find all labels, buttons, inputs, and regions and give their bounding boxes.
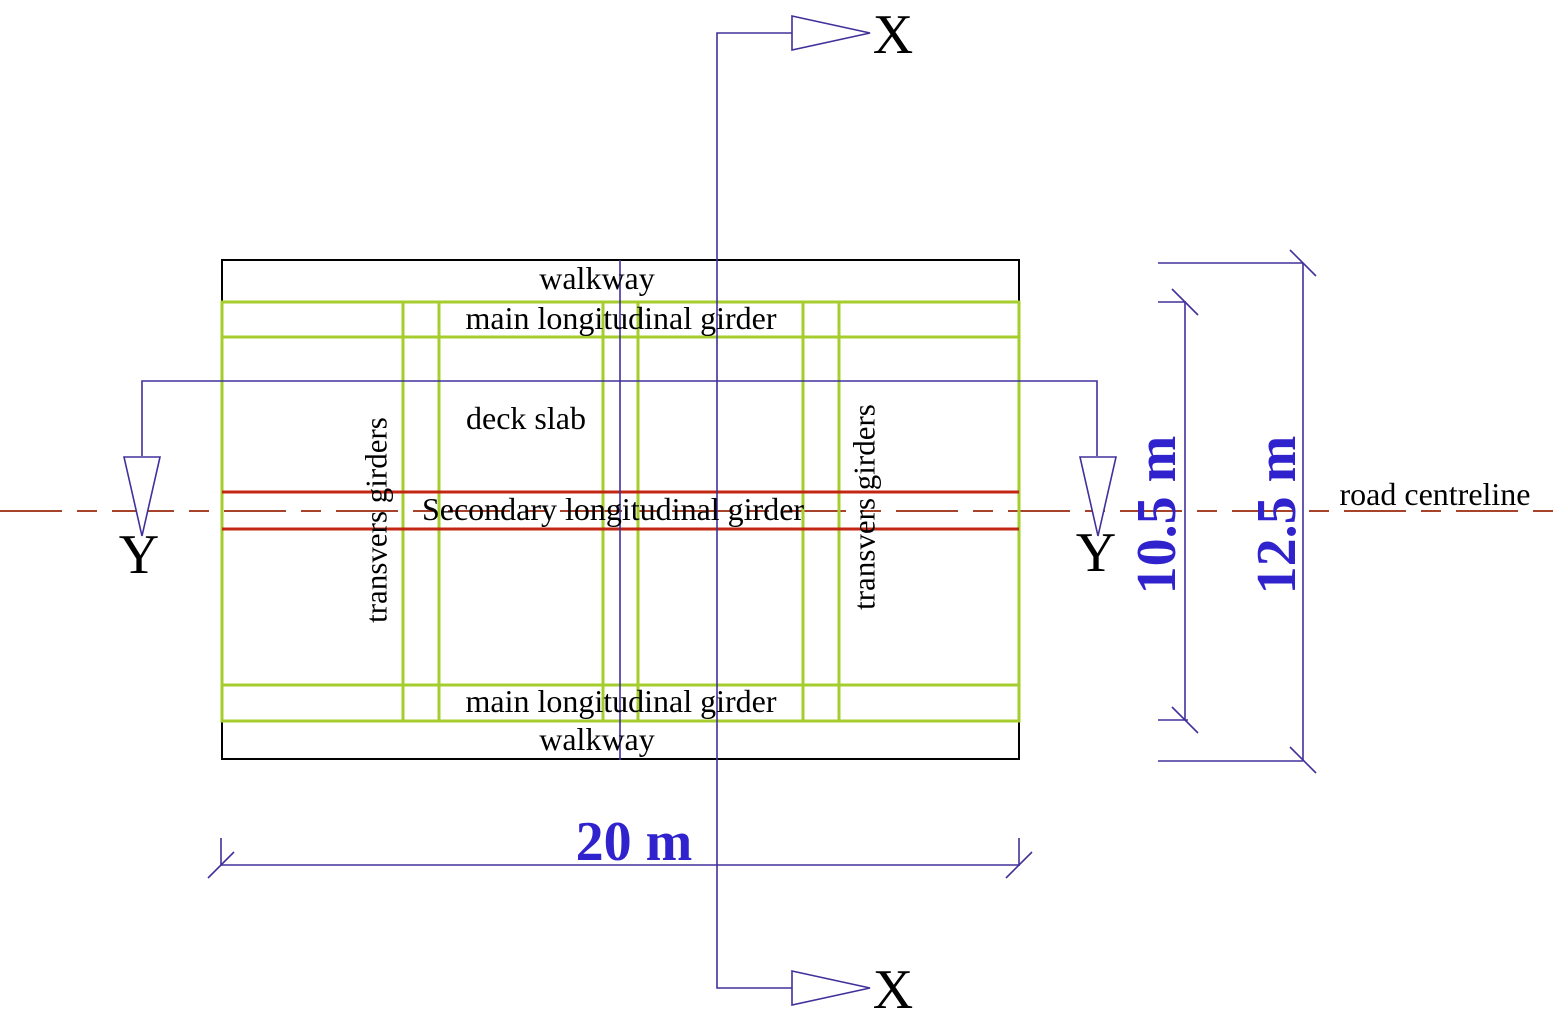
dim-20-tick-left — [207, 851, 235, 879]
dim-20-tick-right — [1005, 851, 1033, 879]
dim-10-5-tick-bottom — [1171, 706, 1199, 734]
main-girder-bottom-label: main longitudinal girder — [465, 683, 777, 719]
transverse-girders-right-label: transvers girders — [846, 404, 882, 610]
main-girder-top-label: main longitudinal girder — [465, 300, 777, 336]
x-axis-arrow-bottom — [791, 970, 871, 1006]
x-axis-line — [716, 32, 792, 989]
walkway-top-label: walkway — [539, 260, 655, 296]
dim-20m-text: 20 m — [575, 811, 693, 873]
transverse-girders-left-label: transvers girders — [358, 417, 394, 623]
dim-12-5m-text: 12.5 m — [1246, 435, 1308, 595]
dim-10-5m-text: 10.5 m — [1126, 435, 1188, 595]
y-axis-arrow-left — [122, 456, 162, 537]
dim-10-5-tick-top — [1171, 288, 1199, 316]
x-axis-label-top: X — [872, 4, 914, 66]
x-axis-label-bottom: X — [872, 959, 914, 1017]
walkway-bottom-label: walkway — [539, 721, 655, 757]
deck-slab-label: deck slab — [466, 400, 586, 436]
y-axis-label-left: Y — [118, 524, 160, 586]
dim-12-5-tick-top — [1289, 249, 1317, 277]
secondary-girder-label: Secondary longitudinal girder — [421, 491, 805, 527]
road-centreline-label: road centreline — [1339, 476, 1531, 512]
dim-12-5-tick-bottom — [1289, 746, 1317, 774]
y-axis-line — [141, 380, 1098, 456]
y-axis-arrow-right — [1078, 456, 1118, 537]
x-axis-arrow-top — [791, 15, 871, 51]
y-axis-label-right: Y — [1075, 522, 1117, 584]
